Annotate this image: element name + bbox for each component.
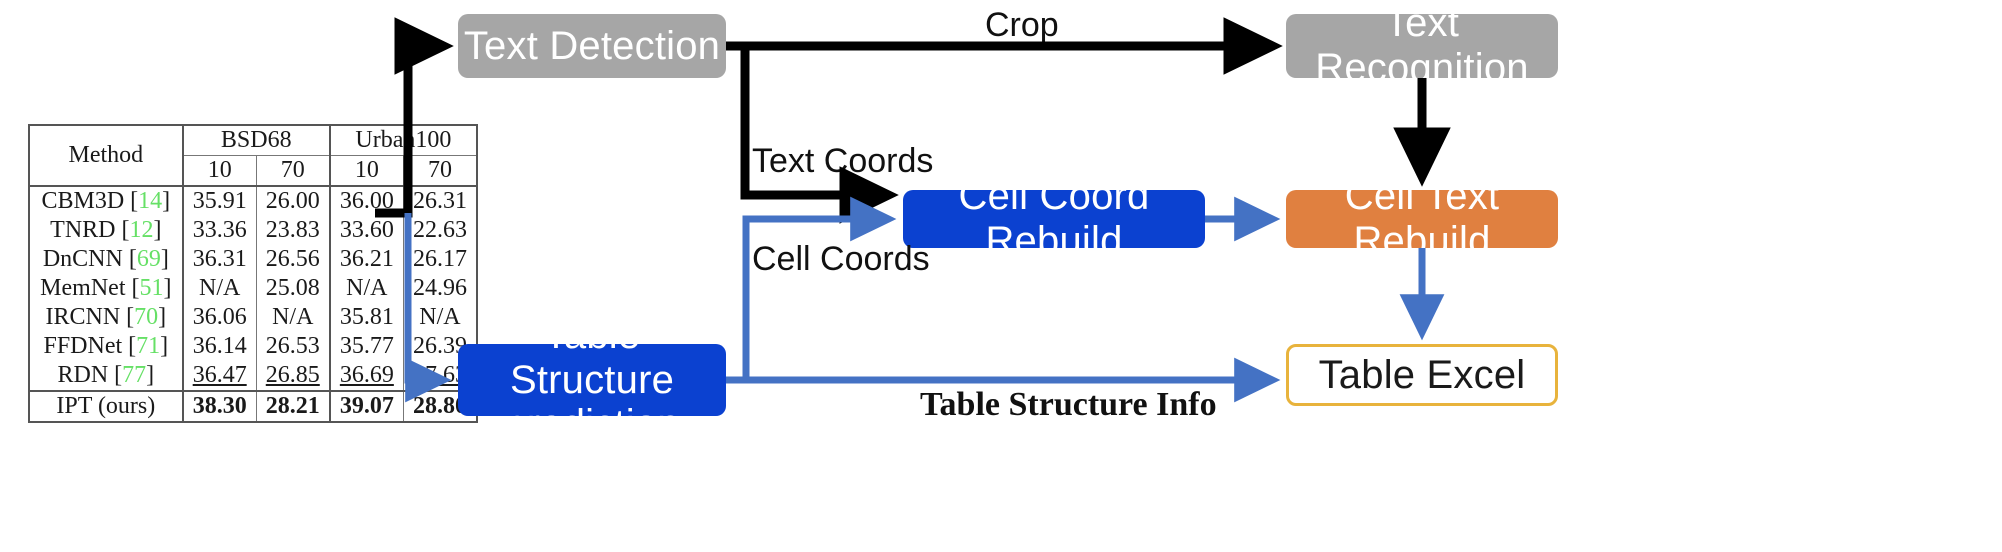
cell-value: 23.83 xyxy=(255,216,330,245)
cell-value: 28.21 xyxy=(255,390,330,423)
edge-label-text-coords: Text Coords xyxy=(752,142,934,180)
cell-value: 39.07 xyxy=(328,390,404,423)
cell-value: N/A xyxy=(328,274,404,303)
cell-value: N/A xyxy=(255,303,330,332)
cell-value: 36.14 xyxy=(181,332,257,361)
node-text-recognition[interactable]: Text Recognition xyxy=(1286,1,1558,90)
header-group-urban100: Urban100 xyxy=(328,124,479,156)
cell-value: 35.81 xyxy=(328,303,404,332)
cell-method: FFDNet [71] xyxy=(28,332,183,361)
header-urban100-10: 10 xyxy=(328,155,404,187)
edge-label-crop: Crop xyxy=(985,6,1059,44)
cell-value: 35.77 xyxy=(328,332,404,361)
cell-value: 38.30 xyxy=(181,390,257,423)
cell-value: 26.56 xyxy=(255,245,330,274)
header-bsd68-70: 70 xyxy=(255,155,330,187)
node-cell-text-rebuild[interactable]: Cell Text Rebuild xyxy=(1286,174,1558,263)
header-method: Method xyxy=(28,124,183,187)
cell-value: 26.31 xyxy=(402,185,478,216)
cell-value: 35.91 xyxy=(181,185,257,216)
cell-value: 26.17 xyxy=(402,245,478,274)
cell-method: IPT (ours) xyxy=(28,390,183,423)
denoising-results-table: Method BSD68 Urban100 10 70 10 70 CBM3D … xyxy=(28,124,479,423)
node-cell-coord-rebuild[interactable]: Cell Coord Rebuild xyxy=(903,174,1205,263)
header-urban100-70: 70 xyxy=(402,155,478,187)
cell-value: 33.60 xyxy=(328,216,404,245)
cell-value: 36.00 xyxy=(328,185,404,216)
edge-label-table-structure-info: Table Structure Info xyxy=(920,386,1217,423)
input-table-figure: Method BSD68 Urban100 10 70 10 70 CBM3D … xyxy=(28,124,479,423)
table-header-row-groups: Method BSD68 Urban100 xyxy=(28,124,479,187)
cell-value: 25.08 xyxy=(255,274,330,303)
edge-label-cell-coords: Cell Coords xyxy=(752,240,930,278)
cell-value: N/A xyxy=(181,274,257,303)
node-text-detection[interactable]: Text Detection xyxy=(458,14,726,78)
cell-value: 22.63 xyxy=(402,216,478,245)
cell-value: 36.69 xyxy=(328,361,404,391)
node-table-structure-prediction[interactable]: Table Structure prediction xyxy=(458,313,726,446)
cell-value: 36.06 xyxy=(181,303,257,332)
cell-value: 33.36 xyxy=(181,216,257,245)
cell-value: 26.00 xyxy=(255,185,330,216)
node-table-structure-label: Table Structure prediction xyxy=(458,313,726,447)
header-bsd68-10: 10 xyxy=(181,155,257,187)
cell-value: 26.85 xyxy=(255,361,330,391)
table-head: Method BSD68 Urban100 10 70 10 70 xyxy=(28,124,479,187)
cell-method: TNRD [12] xyxy=(28,216,183,245)
header-group-bsd68: BSD68 xyxy=(181,124,330,156)
cell-value: 36.31 xyxy=(181,245,257,274)
cell-method: CBM3D [14] xyxy=(28,185,183,216)
cell-value: 24.96 xyxy=(402,274,478,303)
node-table-structure-line1: Table Structure xyxy=(509,312,675,402)
cell-method: MemNet [51] xyxy=(28,274,183,303)
cell-method: DnCNN [69] xyxy=(28,245,183,274)
cell-value: 26.53 xyxy=(255,332,330,361)
cell-value: 36.47 xyxy=(181,361,257,391)
cell-method: RDN [77] xyxy=(28,361,183,391)
node-table-structure-line2: prediction xyxy=(504,402,680,447)
cell-method: IRCNN [70] xyxy=(28,303,183,332)
node-table-excel[interactable]: Table Excel xyxy=(1286,344,1558,406)
cell-value: 36.21 xyxy=(328,245,404,274)
